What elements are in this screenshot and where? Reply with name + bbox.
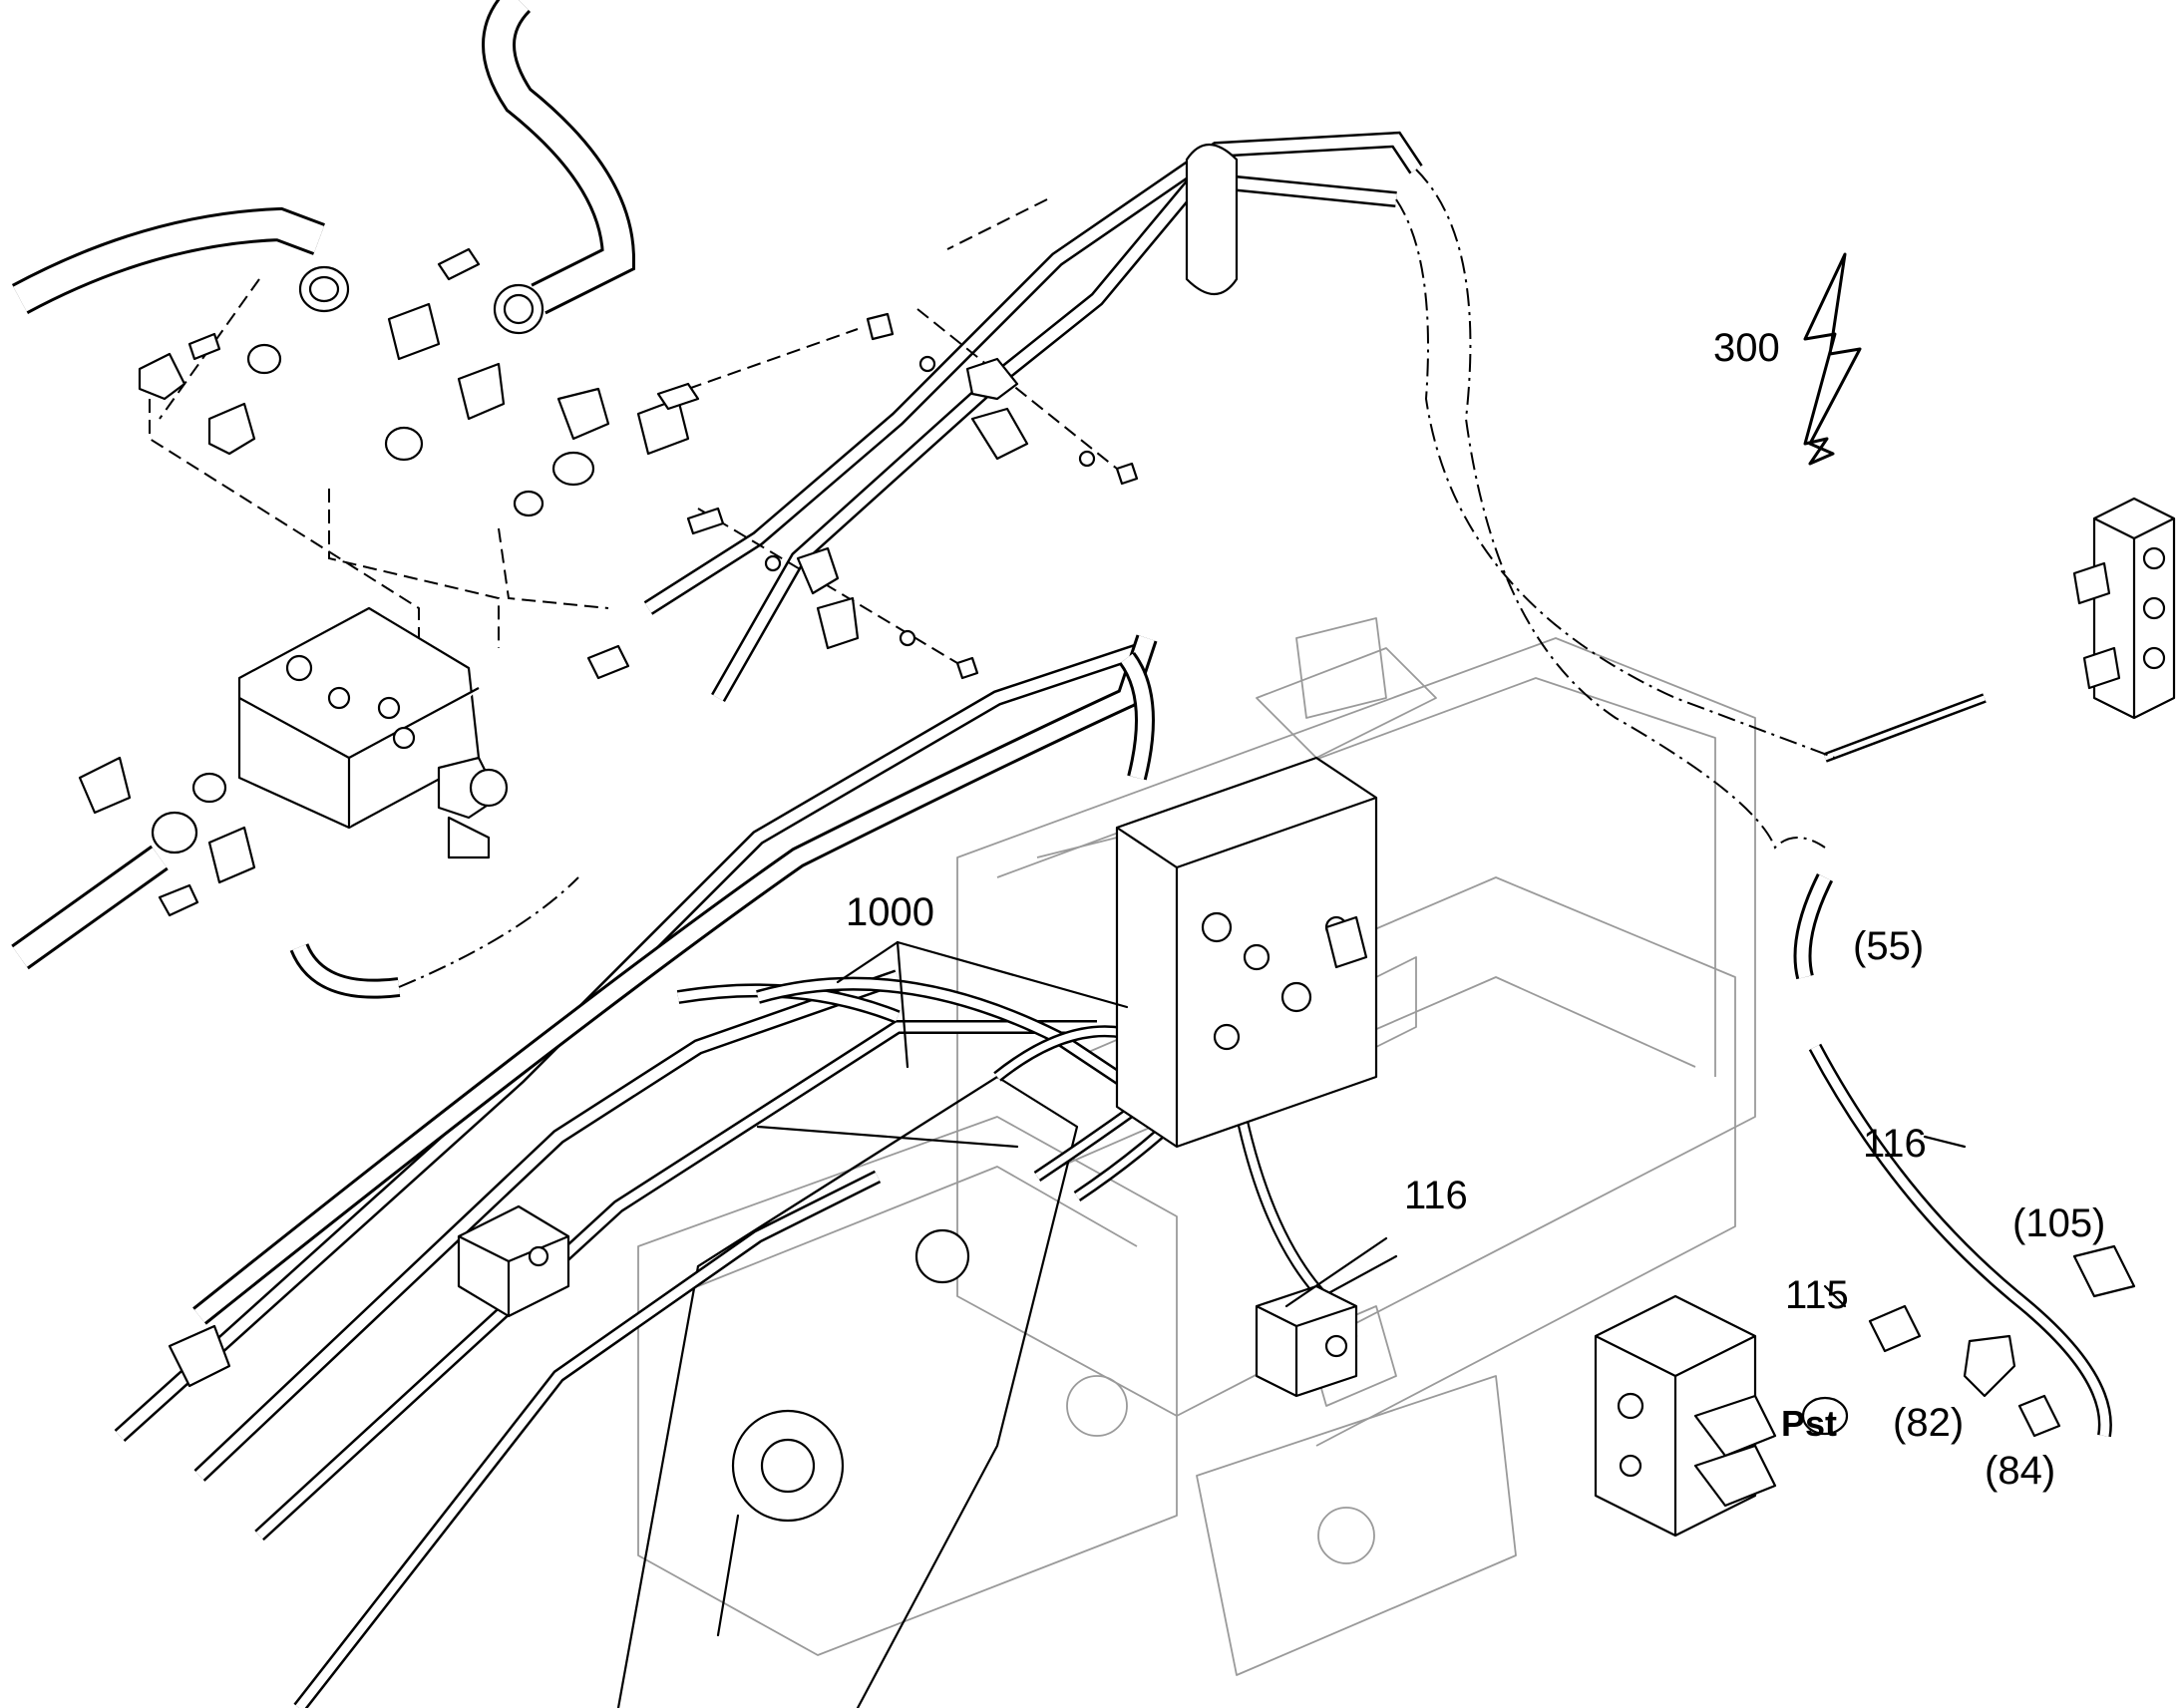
- control-valve-block: [1115, 756, 1378, 1149]
- callout-84: (84): [1985, 1449, 2055, 1493]
- callout-1000: 1000: [846, 890, 934, 934]
- hose-bundle: [114, 634, 1358, 1708]
- valve-block-left: [237, 606, 509, 859]
- small-pilot-valve: [1255, 1284, 1358, 1398]
- callout-82: (82): [1893, 1401, 1964, 1445]
- callout-pst: Pst: [1781, 1403, 1837, 1444]
- fitting-clamps: [78, 144, 1239, 917]
- callout-105: (105): [2012, 1201, 2105, 1245]
- callout-116-center: 116: [1404, 1174, 1468, 1217]
- boom-valve-block: [168, 1204, 570, 1388]
- manifold-block-right: [2072, 497, 2176, 720]
- callout-55: (55): [1853, 924, 1924, 968]
- lightning-bolt-arrow-icon: [1803, 252, 1862, 466]
- callout-115: 115: [1785, 1273, 1849, 1317]
- callout-300: 300: [1713, 326, 1780, 370]
- leader-lines: [836, 940, 1967, 1308]
- callout-116-right: 116: [1863, 1122, 1927, 1166]
- pressure-valve-block: [1594, 1244, 2136, 1537]
- boom-arm: [616, 1075, 1079, 1708]
